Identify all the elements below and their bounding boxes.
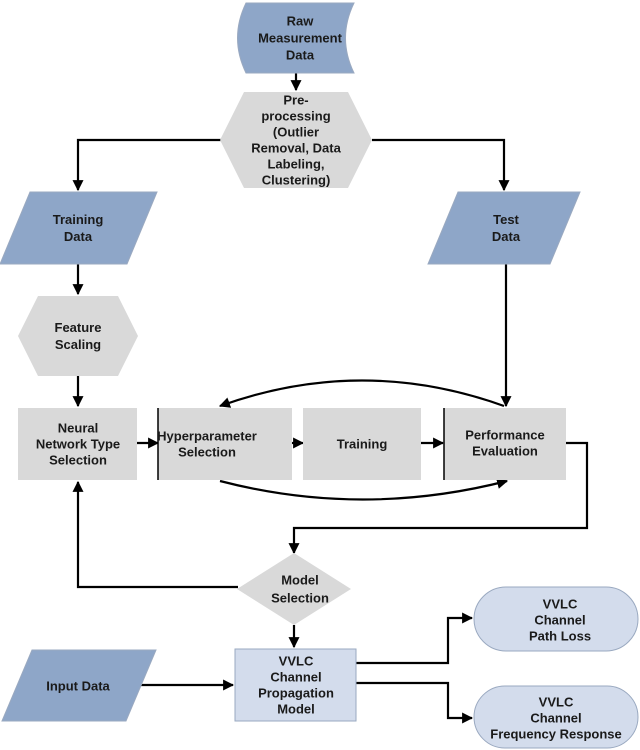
raw-line-3: Data: [286, 48, 315, 63]
hyperparam-line-1: Hyperparameter: [157, 429, 257, 444]
raw-line-1: Raw: [287, 14, 315, 29]
raw-measurement-data-shape: [237, 2, 355, 74]
preprocessing-line-4: Removal, Data: [251, 141, 341, 156]
training-shape: [303, 408, 421, 480]
training-line-1: Training: [337, 437, 388, 452]
hyperparam-line-2: Selection: [178, 445, 236, 460]
vvlc-model-line-1: VVLC: [279, 654, 314, 669]
edge-performance-to-hyperparam-feedback: [218, 379, 505, 408]
model-selection-shape: [237, 553, 351, 625]
feature-scaling-shape: [18, 296, 138, 376]
hyperparameter-selection-shape: [158, 408, 292, 480]
edge-performance-to-model-selection: [288, 441, 589, 555]
path-loss-line-3: Path Loss: [529, 629, 591, 644]
nn-type-line-2: Network Type: [36, 437, 120, 452]
edge-vvlc-model-to-freq-response: [356, 681, 474, 724]
raw-line-2: Measurement: [258, 31, 342, 46]
feature-scaling-line-1: Feature: [55, 320, 102, 335]
freq-response-line-1: VVLC: [539, 695, 574, 710]
vvlc-model-line-3: Propagation: [258, 686, 334, 701]
vvlc-frequency-response-shape: [473, 685, 639, 749]
performance-line-1: Performance: [465, 428, 544, 443]
preprocessing-line-3: (Outlier: [273, 125, 319, 140]
edges: [72, 73, 589, 724]
path-loss-line-1: VVLC: [543, 597, 578, 612]
vvlc-path-loss-shape: [473, 586, 639, 652]
performance-line-2: Evaluation: [472, 444, 538, 459]
model-selection-line-2: Selection: [271, 591, 329, 606]
vvlc-propagation-model-shape: [234, 648, 357, 722]
preprocessing-line-6: Clustering): [262, 173, 331, 188]
edge-hyperparam-to-performance-loop: [219, 478, 509, 501]
input-data-label: Input Data: [46, 679, 110, 694]
input-data-node: Input Data: [1, 649, 157, 722]
feature-scaling-line-2: Scaling: [55, 337, 101, 352]
training-label: Training: [337, 437, 388, 452]
preprocessing-line-5: Labeling,: [267, 157, 324, 172]
test-data-line-2: Data: [492, 229, 521, 244]
edge-preprocessing-to-test-data: [372, 138, 510, 192]
edge-preprocessing-to-training-data: [72, 138, 221, 192]
preprocessing-shape: [220, 92, 372, 188]
preprocessing-line-1: Pre-: [283, 93, 308, 108]
edge-vvlc-model-to-path-loss: [356, 612, 474, 665]
nn-type-line-3: Selection: [49, 453, 107, 468]
training-data-shape: [0, 191, 158, 265]
vvlc-model-line-2: Channel: [270, 670, 321, 685]
performance-evaluation-shape: [444, 408, 566, 480]
training-data-line-1: Training: [53, 212, 104, 227]
input-data-shape: [1, 649, 157, 722]
path-loss-line-2: Channel: [534, 613, 585, 628]
freq-response-line-3: Frequency Response: [490, 727, 622, 742]
training-node: Training: [303, 408, 421, 480]
training-data-line-2: Data: [64, 229, 93, 244]
vvlc-model-line-4: Model: [277, 702, 315, 717]
preprocessing-line-2: processing: [261, 109, 330, 124]
input-data-line-1: Input Data: [46, 679, 110, 694]
freq-response-line-2: Channel: [530, 711, 581, 726]
edge-model-selection-to-nn-type: [72, 480, 238, 589]
nn-type-selection-shape: [18, 408, 137, 480]
test-data-line-1: Test: [493, 212, 519, 227]
nn-type-line-1: Neural: [58, 421, 98, 436]
test-data-shape: [427, 191, 581, 265]
model-selection-line-1: Model: [281, 573, 319, 588]
